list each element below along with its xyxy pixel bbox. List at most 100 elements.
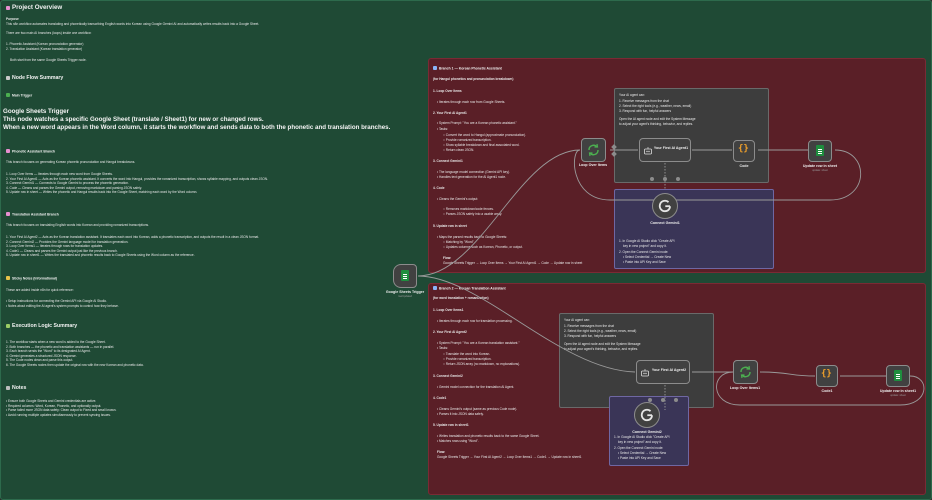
sticky-line: • Select Credential → Create New [623, 255, 672, 259]
phonetic-branch-title: Phonetic Assistant Branch [12, 149, 56, 154]
code-1-node[interactable]: {} [816, 365, 838, 387]
ai-agent-1-node[interactable]: Your First AI Agent1 [639, 138, 691, 162]
connect-gemini-2-node[interactable] [634, 402, 660, 428]
phonetic-step: 1. Loop Over Items — Iterates through ea… [6, 172, 113, 176]
edge-update1-loop-back [716, 371, 925, 406]
robot-icon [644, 147, 652, 155]
branch1-step-detail: ○ Return clean JSON. [443, 148, 475, 152]
sticky-line: 3. Respond with fun, helpful answers [619, 109, 672, 113]
execution-item: 3. Each branch sends the "Word" to its d… [6, 349, 91, 353]
chat-model-port[interactable] [648, 398, 652, 402]
translation-branch-title: Translation Assistant Branch [12, 212, 59, 217]
phonetic-step: 5. Update row in sheet — Writes the phon… [6, 190, 198, 194]
execution-item: 5. The Code nodes clean and parse this o… [6, 358, 74, 362]
memory-port[interactable] [663, 177, 667, 181]
sticky-line: 1. In Google AI Studio click "Create API [619, 239, 675, 243]
branch1-step-detail: • The language model connection (Gemini … [437, 170, 510, 174]
connect-gemini-2-label: Connect Gemini2 [632, 430, 662, 434]
branch2-step-title: 1. Loop Over Items1 [433, 308, 464, 312]
branch2-flow-label: Flow: [437, 450, 446, 454]
loop-icon [588, 143, 599, 157]
branch1-step-detail: • Iterates through each row from Google … [437, 100, 506, 104]
branch1-agent-info-sticky[interactable]: Your AI agent can: 1. Receive messages f… [614, 88, 769, 183]
branch2-step-detail: • Matches rows using "Word". [437, 439, 479, 443]
branch1-step-detail: • Cleans the Gemini's output: [437, 197, 479, 201]
ai-agent-2-node[interactable]: Your First AI Agent2 [636, 360, 690, 384]
update-row-node[interactable] [808, 140, 832, 162]
google-sheets-icon [401, 270, 409, 281]
google-g-icon [658, 199, 671, 213]
blue-square-icon [433, 66, 437, 70]
execution-title: Execution Logic Summary [12, 323, 78, 329]
update-row-sub: update: sheet [812, 169, 828, 172]
phonetic-step: 3. Connect Gemini1 — Connects to Google … [6, 181, 129, 185]
gs-trigger-heading: Google Sheets Trigger [3, 108, 70, 115]
branch2-flow-text: Google Sheets Trigger → Your First AI Ag… [437, 455, 582, 459]
flow-summary-title: Node Flow Summary [12, 75, 64, 81]
blue-square-icon [433, 286, 437, 290]
translation-step: 2. Connect Gemini2 — Provides the Gemini… [6, 239, 129, 244]
branch2-step-detail: • Tasks: [437, 346, 448, 350]
code-node[interactable]: {} [733, 140, 755, 162]
start-text: Both start from the same Google Sheets T… [10, 58, 87, 62]
sticky-line: Your AI agent can: [564, 318, 590, 322]
sticky-line: 2. Select the right tools (e.g., weather… [564, 329, 637, 333]
edge-loop1-to-code1 [759, 371, 816, 377]
branch1-step-detail: ○ Show syllable breakdown and final asso… [443, 143, 520, 147]
pink-square-icon [6, 5, 10, 10]
notes-item: • Required columns: Word, Korean, Phonet… [6, 403, 102, 408]
memory-port[interactable] [661, 398, 665, 402]
loop-over-items-node[interactable] [581, 138, 606, 162]
branch2-title: Branch 2 — Korean Translation Assistant [439, 286, 506, 291]
sticky-notes-desc: These are added inside n8n for quick ref… [6, 288, 74, 292]
branch-1-item: 1. Phonetic Assistant (Korean pronunciat… [6, 42, 84, 46]
branch2-step-title: 2. Your First AI Agent2 [433, 330, 467, 334]
ai-agent-1-label: Your First AI Agent1 [653, 146, 689, 150]
translation-branch-desc: This branch focuses on translating Engli… [6, 223, 149, 227]
branch1-title: Branch 1 — Korean Phonetic Assistant [439, 66, 502, 71]
branch1-title-row: Branch 1 — Korean Phonetic Assistant [433, 66, 502, 71]
branch2-step-detail: • Writes translation and phonetic result… [437, 434, 540, 438]
loop-over-items-1-label: Loop Over Items1 [729, 386, 761, 390]
branches-text: There are two main AI branches (loops) i… [6, 31, 92, 35]
sticky-line: key in new project" and copy it. [618, 440, 662, 444]
google-sheets-trigger-node[interactable] [393, 264, 417, 288]
branch1-step-detail: • Tasks: [437, 127, 448, 131]
tool-port[interactable] [674, 398, 678, 402]
code-braces-icon: {} [821, 369, 832, 379]
edge-update-loop-back [574, 149, 862, 201]
branch1-step-title: 4. Code [433, 186, 445, 190]
branch2-step-detail: • Gemini model connection for the transl… [437, 385, 515, 389]
loop-over-items-1-node[interactable] [733, 360, 758, 384]
sticky-line: Open the AI agent node and edit the Syst… [564, 342, 641, 346]
branch1-flow-label: Flow: [443, 256, 452, 260]
branch1-sticky-note[interactable]: Branch 1 — Korean Phonetic Assistant (fo… [428, 58, 926, 273]
update-row-1-node[interactable] [886, 365, 910, 387]
gs-trigger-desc-2: When a new word appears in the Word colu… [3, 124, 391, 131]
sticky-line: 1. In Google AI Studio click "Create API [614, 435, 670, 439]
sticky-line: 1. Receive messages from the chat [619, 99, 669, 103]
branch2-title-row: Branch 2 — Korean Translation Assistant [433, 286, 506, 291]
sticky-line: key in new project" and copy it. [623, 244, 667, 248]
update-row-label: Update row in sheet [802, 164, 838, 168]
branch2-step-detail: ○ Translate the word into Korean. [443, 352, 491, 356]
code-label: Code [739, 164, 749, 168]
pink-square-icon [6, 212, 10, 216]
main-trigger-label: Main Trigger [12, 93, 33, 98]
edge-trigger-to-loop [417, 149, 581, 277]
translation-step: 3. Loop Over Items1 — Iterates through r… [6, 244, 104, 248]
notes-item: • Parse failed more JSON data safety: Cl… [6, 408, 117, 412]
branch1-gemini-sticky[interactable]: 1. In Google AI Studio click "Create API… [614, 189, 774, 269]
edge-trigger-to-agent2 [417, 275, 636, 373]
sticky-notes-title: Sticky Notes (Informational) [12, 276, 58, 281]
connect-gemini-1-node[interactable] [652, 193, 678, 219]
tool-port[interactable] [676, 177, 680, 181]
check-icon [6, 323, 10, 328]
notes-item: • Avoid running multiple updates simulta… [6, 412, 111, 417]
chat-model-port[interactable] [650, 177, 654, 181]
sticky-line: Open the AI agent node and edit the Syst… [619, 117, 696, 121]
branch1-step-detail: ○ Matching by "Word" [443, 240, 474, 244]
branch2-step-detail: ○ Return JSON array (no markdown, no exp… [443, 362, 521, 366]
google-sheets-trigger-sub: rowUpdated [398, 295, 412, 298]
